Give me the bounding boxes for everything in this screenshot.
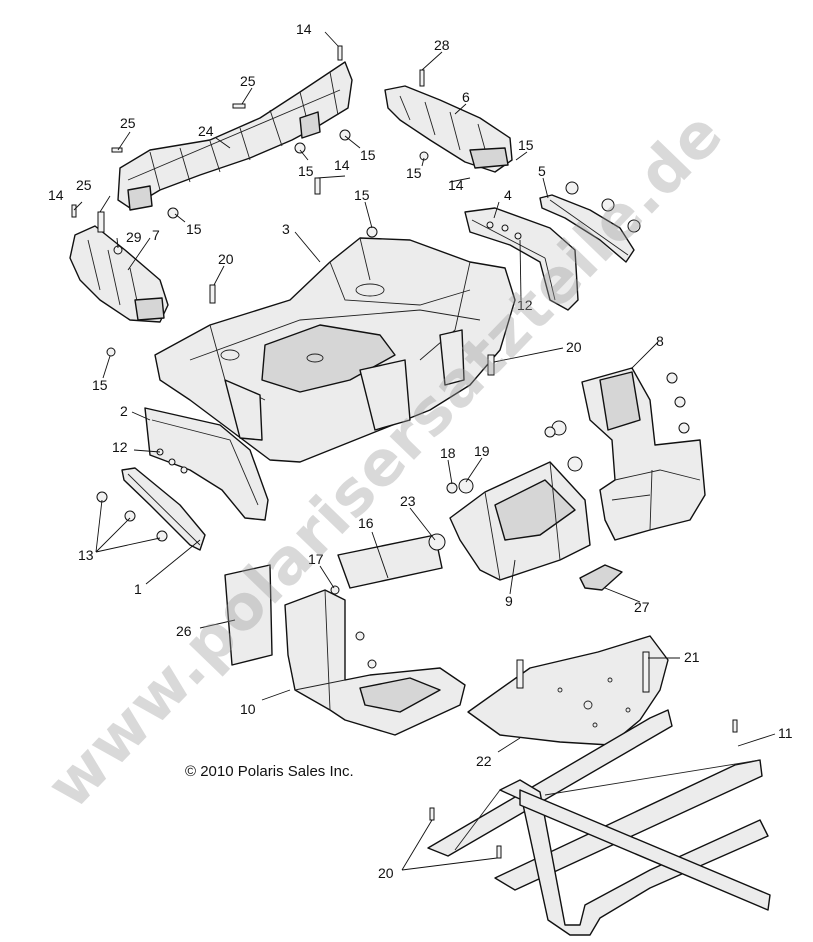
callout-27: 27 <box>634 599 650 615</box>
callout-15: 15 <box>92 377 108 393</box>
callout-15: 15 <box>186 221 202 237</box>
callout-25: 25 <box>240 73 256 89</box>
callout-15: 15 <box>298 163 314 179</box>
part-7-rear-bracket-left <box>69 225 169 323</box>
part-22-skid-plate <box>467 635 669 746</box>
part-1-lower-trim <box>121 467 206 551</box>
callout-4: 4 <box>504 187 512 203</box>
part-6-rear-bracket-right <box>384 85 513 173</box>
callout-7: 7 <box>152 227 160 243</box>
part-27-pad <box>579 564 623 591</box>
callout-18: 18 <box>440 445 456 461</box>
part-5-side-trim <box>539 194 635 263</box>
part-26-panel-mat <box>224 564 273 666</box>
callout-9: 9 <box>505 593 513 609</box>
callout-8: 8 <box>656 333 664 349</box>
callout-numbers: 14 28 25 6 25 24 15 15 15 15 14 14 5 25 … <box>48 21 793 881</box>
leader-lines <box>73 31 776 871</box>
callout-14: 14 <box>334 157 350 173</box>
callout-13: 13 <box>78 547 94 563</box>
callout-14: 14 <box>48 187 64 203</box>
part-8-storage-bin <box>581 367 706 541</box>
callout-20: 20 <box>378 865 394 881</box>
callout-19: 19 <box>474 443 490 459</box>
part-16-floor-mat <box>337 534 443 589</box>
callout-15: 15 <box>354 187 370 203</box>
callout-24: 24 <box>198 123 214 139</box>
callout-1: 1 <box>134 581 142 597</box>
part-4-side-panel-right <box>464 207 579 311</box>
callout-25: 25 <box>120 115 136 131</box>
callout-26: 26 <box>176 623 192 639</box>
callout-25: 25 <box>76 177 92 193</box>
callout-22: 22 <box>476 753 492 769</box>
callout-5: 5 <box>538 163 546 179</box>
callout-20: 20 <box>218 251 234 267</box>
callout-2: 2 <box>120 403 128 419</box>
part-24-rear-rack-upper <box>117 61 353 211</box>
callout-15: 15 <box>406 165 422 181</box>
part-10-floor-tray <box>284 589 466 736</box>
callout-15: 15 <box>518 137 534 153</box>
callout-11: 11 <box>778 725 793 741</box>
callout-12: 12 <box>517 297 533 313</box>
part-9-center-bin <box>449 461 591 581</box>
part-11-frame <box>427 709 771 936</box>
callout-28: 28 <box>434 37 450 53</box>
callout-17: 17 <box>308 551 324 567</box>
callout-14: 14 <box>296 21 312 37</box>
callout-23: 23 <box>400 493 416 509</box>
callout-14: 14 <box>448 177 464 193</box>
callout-3: 3 <box>282 221 290 237</box>
callout-21: 21 <box>684 649 700 665</box>
callout-6: 6 <box>462 89 470 105</box>
callout-10: 10 <box>240 701 256 717</box>
callout-15: 15 <box>360 147 376 163</box>
part-3-cargo-box <box>154 237 516 463</box>
callout-20: 20 <box>566 339 582 355</box>
callout-12: 12 <box>112 439 128 455</box>
callout-29: 29 <box>126 229 142 245</box>
copyright-notice: © 2010 Polaris Sales Inc. <box>185 763 354 780</box>
callout-16: 16 <box>358 515 374 531</box>
